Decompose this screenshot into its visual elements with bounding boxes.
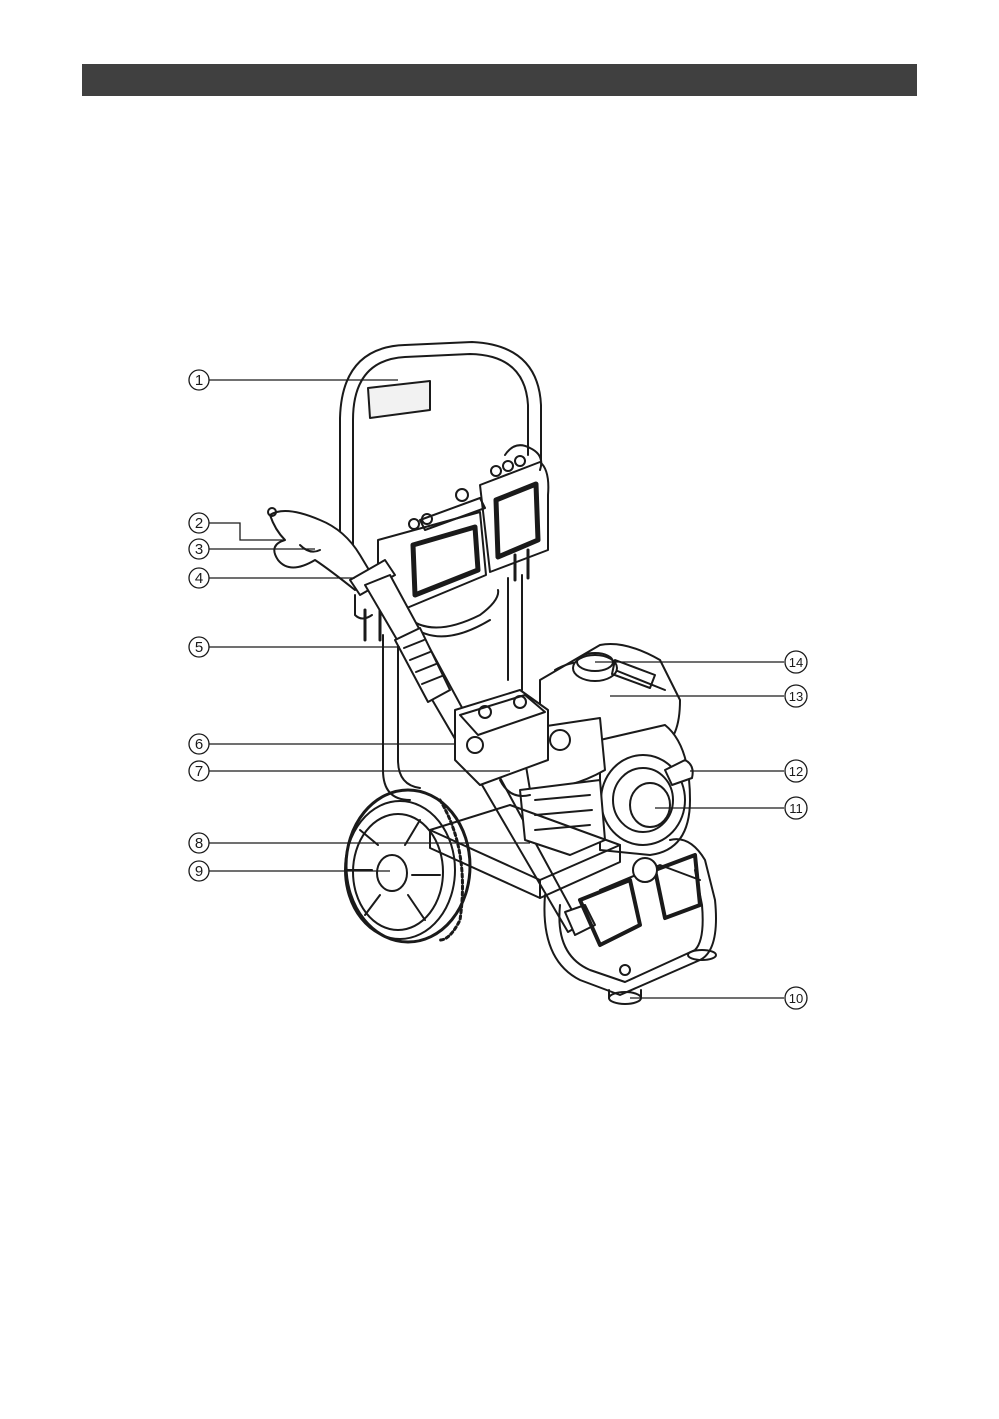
callout-number-11: 11: [789, 801, 803, 816]
wheel: [345, 790, 470, 942]
callout-number-3: 3: [195, 541, 203, 558]
callout-number-13: 13: [789, 689, 803, 704]
callout-number-4: 4: [195, 570, 203, 587]
callout-number-9: 9: [195, 863, 203, 880]
callout-number-12: 12: [789, 764, 803, 779]
callout-number-6: 6: [195, 736, 203, 753]
callout-number-2: 2: [195, 515, 203, 532]
machine-illustration: [268, 342, 716, 1004]
callout-number-5: 5: [195, 639, 203, 656]
callout-number-8: 8: [195, 835, 203, 852]
handle-bar: [340, 342, 541, 560]
callout-number-14: 14: [789, 655, 803, 670]
callout-number-1: 1: [195, 372, 203, 389]
callout-number-10: 10: [789, 991, 803, 1006]
callout-number-7: 7: [195, 763, 203, 780]
